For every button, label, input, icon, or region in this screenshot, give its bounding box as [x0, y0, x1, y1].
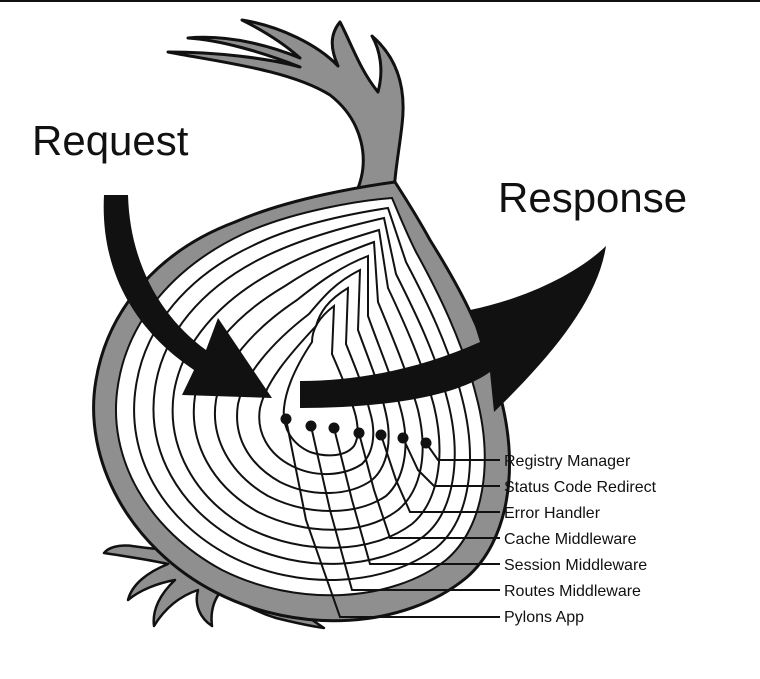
dot-registry — [420, 437, 432, 449]
dot-status — [397, 432, 409, 444]
dot-session — [328, 422, 340, 434]
onion-rings — [133, 206, 471, 581]
leader-line-error — [380, 434, 500, 513]
layer-label-pylons-app: Pylons App — [504, 609, 584, 626]
top-border — [0, 0, 760, 2]
leader-line-cache — [358, 432, 500, 539]
leader-line-routes — [310, 425, 500, 591]
onion-stalk — [166, 18, 405, 212]
leader-line-pylons — [285, 418, 500, 618]
response-label: Response — [498, 174, 687, 221]
leader-line-status — [402, 437, 500, 487]
layer-label-registry-manager: Registry Manager — [504, 453, 631, 470]
layer-label-cache-middleware: Cache Middleware — [504, 531, 637, 548]
dot-pylons — [280, 413, 292, 425]
leader-line-session — [333, 427, 500, 565]
layer-label-session-middleware: Session Middleware — [504, 557, 647, 574]
layer-label-error-handler: Error Handler — [504, 505, 601, 522]
request-arrow — [103, 195, 272, 398]
dot-cache — [353, 427, 365, 439]
dot-error — [375, 429, 387, 441]
layer-dots — [280, 413, 432, 449]
leader-line-registry — [425, 442, 500, 461]
layer-label-status-code-redirect: Status Code Redirect — [504, 479, 657, 496]
response-arrow — [300, 246, 606, 412]
dot-routes — [305, 420, 317, 432]
request-label: Request — [32, 117, 189, 164]
layer-label-routes-middleware: Routes Middleware — [504, 583, 641, 600]
leader-lines — [285, 418, 500, 618]
